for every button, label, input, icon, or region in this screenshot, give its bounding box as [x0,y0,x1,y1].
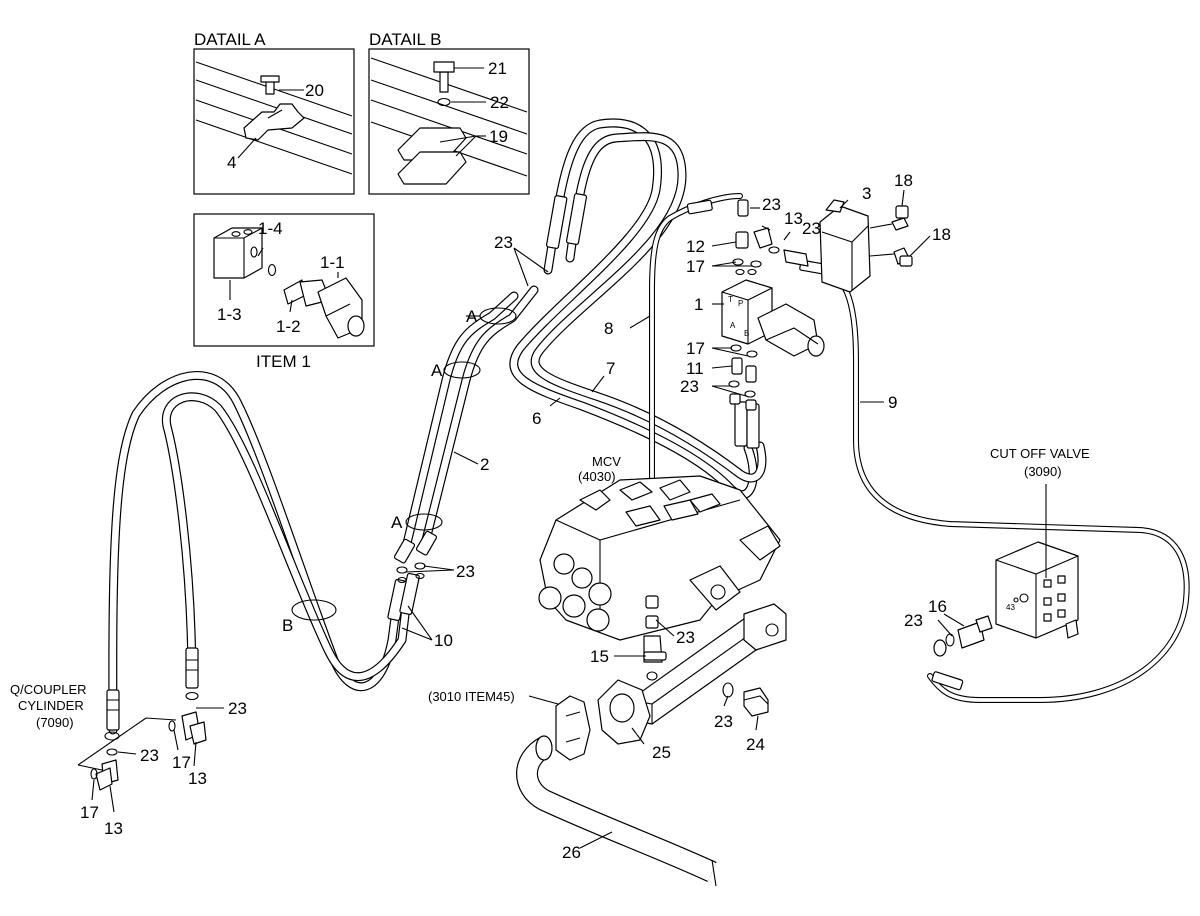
callout-1-2: 1-2 [276,317,301,336]
cut-off-valve-ref: (3090) [1024,464,1062,479]
callout-26: 26 [562,843,581,862]
callout-17-c: 17 [172,753,191,772]
mcv-ref: (4030) [578,469,616,484]
callout-25: 25 [652,743,671,762]
hose-9 [799,259,1190,703]
callout-1-4: 1-4 [258,219,283,238]
coupler-label-line1: Q/COUPLER [10,682,87,697]
callout-12: 12 [686,237,705,256]
cut-off-valve: 43 CUT OFF VALVE (3090) [933,446,1090,657]
callout-1-1: 1-1 [320,253,345,272]
coupler-ref: (7090) [36,715,74,730]
callout-23-h: 23 [228,699,247,718]
callout-6: 6 [532,409,541,428]
callout-8: 8 [604,319,613,338]
callout-24: 24 [746,735,765,754]
callout-13-c: 13 [104,819,123,838]
mount-plate-3 [819,199,913,293]
callout-17-a: 17 [686,257,705,276]
item-1-title: ITEM 1 [256,352,311,371]
detail-b-view: DATAIL B 21 22 19 [368,30,530,195]
callout-21: 21 [488,59,507,78]
cut-off-valve-name: CUT OFF VALVE [990,446,1090,461]
bracket-pipe-assembly [516,603,787,887]
callout-4: 4 [227,153,236,172]
port-p: P [738,299,743,308]
callout-13-a: 13 [784,209,803,228]
section-mark-a-3: A [391,513,403,532]
callout-1: 1 [694,295,703,314]
callout-20: 20 [305,81,324,100]
callout-23-a: 23 [762,195,781,214]
leader-lines [91,189,965,849]
callout-23-top: 23 [494,233,513,252]
item-1-view: ITEM 1 1-4 1-1 1-3 1-2 [193,213,375,371]
callout-23-g: 23 [904,611,923,630]
callout-17-d: 17 [80,803,99,822]
callout-23-d: 23 [456,562,475,581]
callout-16: 16 [928,597,947,616]
callout-7: 7 [606,359,615,378]
detail-b-title: DATAIL B [369,30,441,49]
coupler-cylinder-fittings [77,691,207,791]
callout-11: 11 [686,359,704,378]
callout-3: 3 [862,184,871,203]
detail-a-view: DATAIL A 20 4 [193,30,355,195]
hose-6-7-pair [509,118,767,500]
control-valve-1: T P A B [721,199,825,411]
callout-1-3: 1-3 [217,305,242,324]
callout-19: 19 [489,127,508,146]
callout-23-e: 23 [676,628,695,647]
callout-17-b: 17 [686,339,705,358]
callout-9: 9 [888,393,897,412]
hose-2-pair [393,285,539,584]
callout-23-b: 23 [802,219,821,238]
mcv-valve: MCV (4030) [538,454,781,641]
callout-numbers: 23 23 13 23 12 17 1 17 11 23 8 7 6 3 18 … [10,171,951,862]
callout-10: 10 [434,631,453,650]
callout-13-b: 13 [188,769,207,788]
cut-off-port-label: 43 [1006,603,1015,612]
callout-23-f: 23 [714,712,733,731]
hose-10-pair [106,371,420,735]
callout-23-c: 23 [680,377,699,396]
callout-2: 2 [480,455,489,474]
coupler-label-line2: CYLINDER [18,698,84,713]
port-a: A [730,321,736,330]
callout-18-b: 18 [932,225,951,244]
detail-a-title: DATAIL A [194,30,266,49]
mcv-name: MCV [592,454,621,469]
section-marks: A A A B [282,307,517,635]
section-mark-a-2: A [431,361,443,380]
callout-18-a: 18 [894,171,913,190]
section-mark-b: B [282,616,293,635]
ref-3010-item45: (3010 ITEM45) [428,689,515,704]
callout-22: 22 [490,93,509,112]
port-b: B [744,329,749,338]
port-t: T [728,295,733,304]
callout-15: 15 [590,647,609,666]
callout-23-i: 23 [140,746,159,765]
